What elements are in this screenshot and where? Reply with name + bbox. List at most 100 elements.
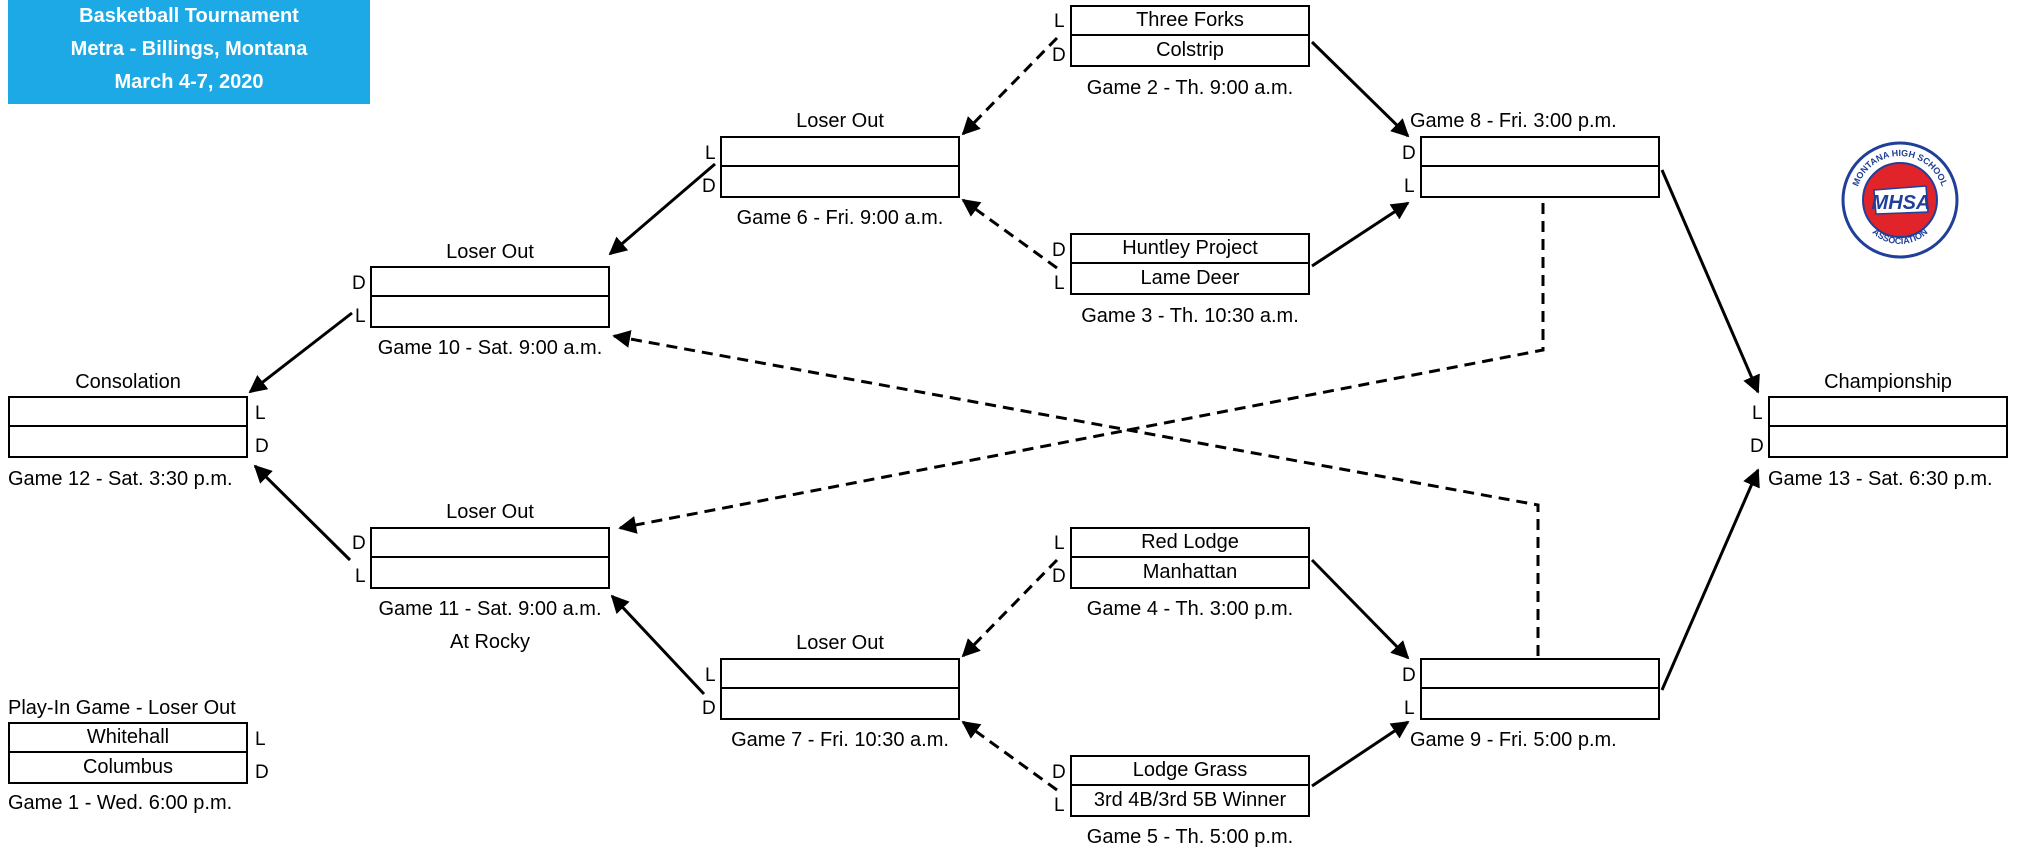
title-line-3: March 4-7, 2020: [114, 71, 264, 93]
game-8-box: [1420, 136, 1660, 198]
game-6-box: [720, 136, 960, 198]
g3-top-mark: D: [1052, 240, 1066, 261]
g6-top-mark: L: [705, 143, 716, 164]
g6-caption: Game 6 - Fri. 9:00 a.m.: [736, 207, 944, 229]
g8-bottom-mark: L: [1404, 176, 1415, 197]
connector-g5-g9: [1311, 720, 1410, 788]
g12-team-bottom: [10, 427, 246, 456]
connector-g3-g6: [961, 198, 1058, 270]
connector-g11-g12: [253, 464, 352, 562]
g1-bottom-mark: D: [255, 762, 269, 783]
g12-top-mark: L: [255, 403, 266, 424]
g11-heading: Loser Out: [446, 501, 534, 523]
g6-heading: Loser Out: [796, 110, 884, 132]
tournament-title-box: Basketball Tournament Metra - Billings, …: [8, 0, 370, 104]
g6-bottom-mark: D: [702, 176, 716, 197]
svg-text:MHSA: MHSA: [1872, 192, 1931, 214]
connector-g2-g8: [1310, 40, 1410, 138]
g8-caption: Game 8 - Fri. 3:00 p.m.: [1410, 110, 1617, 132]
game-12-box: [8, 396, 248, 458]
game-11-box: [370, 527, 610, 589]
g7-team-top: [722, 660, 958, 689]
g10-heading: Loser Out: [446, 241, 534, 263]
g9-bottom-mark: L: [1404, 698, 1415, 719]
connector-g3-g8: [1311, 201, 1410, 268]
game-5-box: Lodge Grass 3rd 4B/3rd 5B Winner: [1070, 755, 1310, 817]
g5-caption: Game 5 - Th. 5:00 p.m.: [1086, 826, 1294, 848]
connector-g7-g11: [610, 594, 706, 696]
g12-caption: Game 12 - Sat. 3:30 p.m.: [8, 468, 233, 490]
g10-bottom-mark: L: [355, 306, 366, 327]
g5-top-mark: D: [1052, 762, 1066, 783]
connector-g4-g9: [1310, 558, 1410, 660]
g8-top-mark: D: [1402, 143, 1416, 164]
g9-team-bottom: [1422, 689, 1658, 718]
g9-team-top: [1422, 660, 1658, 689]
g12-heading: Consolation: [75, 371, 181, 393]
g11-team-bottom: [372, 558, 608, 587]
g10-team-top: [372, 268, 608, 297]
g3-team-top: Huntley Project: [1072, 235, 1308, 264]
g13-caption: Game 13 - Sat. 6:30 p.m.: [1768, 468, 1993, 490]
mhsa-logo-icon: MHSA MONTANA HIGH SCHOOL ASSOCIATION: [1841, 141, 1959, 259]
g9-top-mark: D: [1402, 665, 1416, 686]
g4-top-mark: L: [1054, 533, 1065, 554]
g7-heading: Loser Out: [796, 632, 884, 654]
g5-team-top: Lodge Grass: [1072, 757, 1308, 786]
g10-caption: Game 10 - Sat. 9:00 a.m.: [377, 337, 603, 359]
connector-g9-g13: [1660, 468, 1760, 691]
g7-bottom-mark: D: [702, 698, 716, 719]
g4-bottom-mark: D: [1052, 566, 1066, 587]
g5-bottom-mark: L: [1054, 795, 1065, 816]
g1-team-top: Whitehall: [10, 724, 246, 753]
g12-bottom-mark: D: [255, 436, 269, 457]
g4-caption: Game 4 - Th. 3:00 p.m.: [1086, 598, 1294, 620]
title-line-1: Basketball Tournament: [79, 5, 299, 27]
game-3-box: Huntley Project Lame Deer: [1070, 233, 1310, 295]
g3-caption: Game 3 - Th. 10:30 a.m.: [1081, 305, 1299, 327]
g13-team-bottom: [1770, 427, 2006, 456]
game-13-box: [1768, 396, 2008, 458]
g13-top-mark: L: [1752, 403, 1763, 424]
g7-top-mark: L: [705, 665, 716, 686]
game-7-box: [720, 658, 960, 720]
game-10-box: [370, 266, 610, 328]
g5-team-bottom: 3rd 4B/3rd 5B Winner: [1093, 789, 1287, 811]
g9-caption: Game 9 - Fri. 5:00 p.m.: [1410, 729, 1617, 751]
game-9-box: [1420, 658, 1660, 720]
g2-team-bottom: Colstrip: [1156, 39, 1224, 61]
g6-team-top: [722, 138, 958, 167]
g11-bottom-mark: L: [355, 566, 366, 587]
connector-g8-g13: [1660, 169, 1760, 394]
g3-bottom-mark: L: [1054, 273, 1065, 294]
connector-g2-g6: [961, 36, 1059, 136]
g12-team-top: [10, 398, 246, 427]
g4-team-top: Red Lodge: [1072, 529, 1308, 558]
g13-team-top: [1770, 398, 2006, 427]
g10-top-mark: D: [352, 273, 366, 294]
g13-bottom-mark: D: [1750, 436, 1764, 457]
g6-team-bottom: [722, 167, 958, 196]
g8-team-top: [1422, 138, 1658, 167]
g2-team-top: Three Forks: [1072, 7, 1308, 36]
g1-caption: Game 1 - Wed. 6:00 p.m.: [8, 792, 233, 814]
g1-top-mark: L: [255, 729, 266, 750]
g1-team-bottom: Columbus: [82, 756, 174, 778]
connector-g5-g7: [961, 720, 1058, 792]
game-1-box: Whitehall Columbus: [8, 722, 248, 784]
game-4-box: Red Lodge Manhattan: [1070, 527, 1310, 589]
connector-g9-g10: [612, 330, 1540, 656]
title-line-2: Metra - Billings, Montana: [70, 38, 308, 60]
g4-team-bottom: Manhattan: [1142, 561, 1238, 583]
game-2-box: Three Forks Colstrip: [1070, 5, 1310, 67]
g13-heading: Championship: [1824, 371, 1952, 393]
g11-top-mark: D: [352, 533, 366, 554]
g11-location: At Rocky: [449, 631, 531, 653]
g2-caption: Game 2 - Th. 9:00 a.m.: [1086, 77, 1294, 99]
g11-caption: Game 11 - Sat. 9:00 a.m.: [378, 598, 602, 620]
g3-team-bottom: Lame Deer: [1140, 267, 1240, 289]
g1-heading: Play-In Game - Loser Out: [8, 697, 236, 719]
g10-team-bottom: [372, 297, 608, 326]
g2-top-mark: L: [1054, 11, 1065, 32]
